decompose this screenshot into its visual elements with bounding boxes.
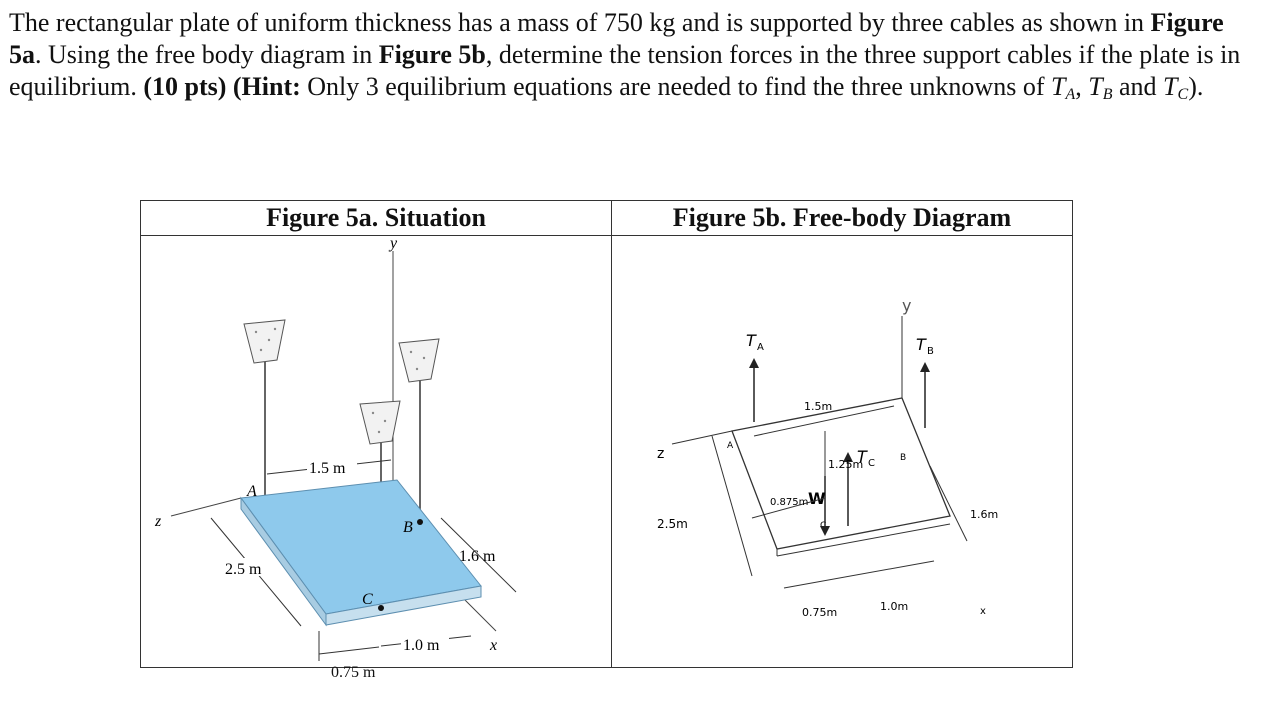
fbd-w-label: W (808, 489, 826, 508)
figure-5a-title: Figure 5a. Situation (140, 200, 612, 236)
y-axis-label: y (388, 236, 398, 252)
z-axis-label: z (154, 513, 162, 530)
label-a: A (246, 483, 257, 500)
tb-symbol: T (1088, 72, 1103, 101)
points-label: (10 pts) (143, 72, 227, 101)
dim-line-075 (318, 646, 380, 655)
fbd-tc-label: T (857, 447, 868, 466)
fbd-dim-15 (753, 405, 895, 437)
x-axis-label: x (489, 637, 497, 654)
point-c (378, 605, 384, 611)
fbd-dim-075-label: 0.75m (802, 606, 837, 619)
figure-5b-reference: Figure 5b (378, 40, 486, 69)
fbd-y-label: y (902, 296, 911, 315)
dim-line-16 (440, 517, 517, 593)
dim-label-10: 1.0 m (403, 637, 440, 654)
fbd-x-label: x (980, 606, 986, 617)
label-c: C (362, 591, 373, 608)
fbd-tb-label: T (916, 335, 927, 354)
z-axis-line (170, 497, 242, 517)
dim-label-16: 1.6 m (459, 548, 496, 565)
hint-label: (Hint: (232, 72, 301, 101)
problem-text-3: , determine the tension forces in the th… (9, 40, 1241, 101)
tc-subscript: C (1177, 86, 1189, 103)
fbd-plate-outline (731, 397, 951, 550)
label-b: B (403, 519, 413, 536)
fbd-b-label: B (900, 453, 906, 463)
fbd-dim-125-label: 1.25m (828, 458, 863, 471)
fbd-plate-edge (776, 523, 951, 557)
anchor-a-icon (243, 319, 286, 364)
hint-text: Only 3 equilibrium equations are needed … (300, 72, 1051, 101)
dim-label-25: 2.5 m (225, 561, 262, 578)
separator-2: and (1112, 72, 1164, 101)
tb-subscript: B (1102, 86, 1113, 103)
fbd-dim-15-label: 1.5m (804, 400, 832, 413)
closing-text: ). (1188, 72, 1204, 101)
figures-table: Figure 5a. Situation Figure 5b. Free-bod… (140, 200, 1073, 681)
point-b (417, 519, 423, 525)
fbd-dim-bottom (783, 560, 935, 589)
fbd-a-label: A (727, 441, 734, 451)
fbd-dim-0875 (751, 497, 826, 519)
ta-symbol: T (1051, 72, 1066, 101)
fbd-dim-0875-label: 0.875m (770, 497, 808, 508)
figure-5b-drawing: z y T A A T B B T C C (657, 296, 998, 619)
fbd-z-axis (671, 430, 733, 445)
figure-5a-cell: y z x (140, 235, 612, 681)
problem-text-2: . Using the free body diagram in (35, 40, 379, 69)
plate-front-edge (325, 585, 482, 626)
fbd-ta-label: T (746, 331, 757, 350)
figure-5a-drawing: y z x (154, 235, 517, 661)
anchor-c-icon (359, 400, 401, 445)
dim-label-075-text: 0.75 m (331, 664, 376, 681)
fbd-ta-sub: A (757, 342, 764, 353)
fbd-dim-10-label: 1.0m (880, 600, 908, 613)
fbd-tb-sub: B (927, 346, 934, 357)
problem-text-1: The rectangular plate of uniform thickne… (9, 8, 1145, 37)
fbd-dim-16-label: 1.6m (970, 508, 998, 521)
separator-1: , (1075, 72, 1089, 101)
ta-subscript: A (1065, 86, 1076, 103)
fbd-dim-25-label: 2.5m (657, 517, 688, 531)
figure-5b-cell: z y T A A T B B T C C (611, 235, 1073, 668)
tc-symbol: T (1163, 72, 1178, 101)
dim-label-15: 1.5 m (309, 460, 346, 477)
fbd-z-label: z (657, 446, 664, 462)
fbd-tc-sub: C (868, 458, 875, 469)
fbd-dim-16 (929, 465, 968, 542)
problem-statement: The rectangular plate of uniform thickne… (9, 7, 1254, 103)
figure-5a-reference: Figure 5a (9, 8, 1224, 69)
fbd-dim-25 (711, 435, 753, 577)
figure-5b-title: Figure 5b. Free-body Diagram (611, 200, 1073, 236)
anchor-b-icon (398, 338, 440, 383)
